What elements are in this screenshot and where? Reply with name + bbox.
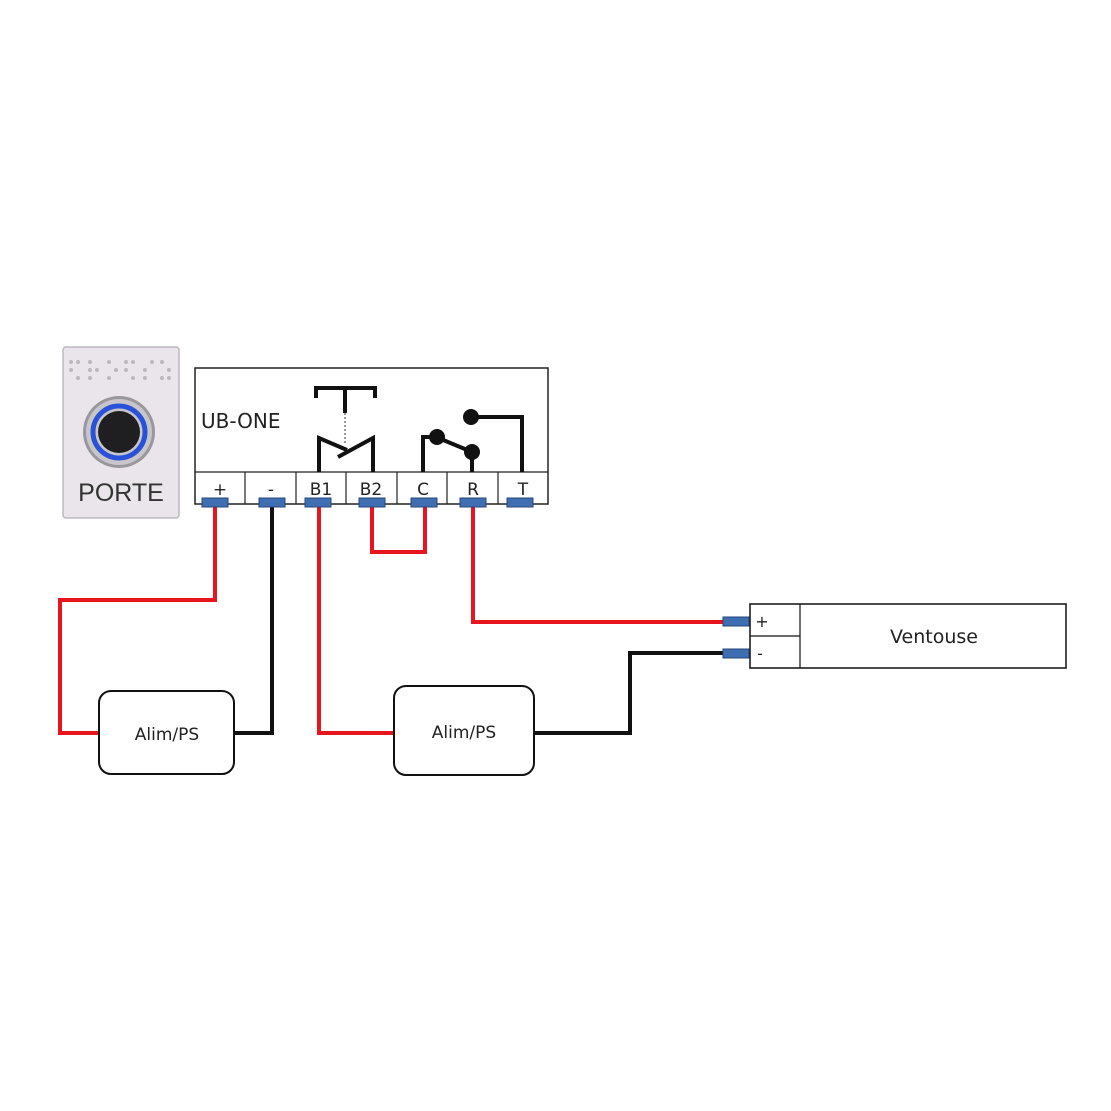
terminal-label-r: R: [467, 480, 479, 500]
ventouse-connector-plus: [722, 616, 750, 627]
ub-one-controller: UB-ONE + - B1 B2 C R: [194, 367, 549, 508]
wire-b1-to-psu2: [317, 507, 394, 735]
terminal-labels: + - B1 B2 C R T: [213, 480, 529, 500]
push-switch-symbol: [314, 386, 377, 472]
connector-plus: [201, 497, 229, 508]
terminal-label-b1: B1: [310, 480, 332, 500]
connector-r: [459, 497, 487, 508]
terminal-label-c: C: [417, 480, 429, 500]
wires: [58, 507, 750, 735]
terminal-label-minus: -: [268, 480, 274, 500]
wire-r-to-ventouse-plus: [471, 507, 750, 624]
connector-b1: [304, 497, 332, 508]
porte-button-panel[interactable]: PORTE: [62, 346, 180, 519]
power-supply-1-label: Alim/PS: [135, 725, 199, 745]
braille-push-button-icon[interactable]: [83, 396, 155, 468]
ventouse-connector-minus: [722, 648, 750, 659]
connector-minus: [258, 497, 286, 508]
wire-minus-to-psu1: [234, 507, 274, 735]
wire-psu2-to-ventouse-minus: [534, 651, 750, 735]
ventouse-terminal-plus: +: [755, 612, 768, 631]
ventouse-label: Ventouse: [890, 626, 978, 648]
wire-b2-to-c-bridge: [370, 507, 427, 554]
connector-t: [506, 497, 534, 508]
power-supply-2: Alim/PS: [393, 685, 535, 776]
power-supply-2-label: Alim/PS: [432, 723, 496, 743]
ventouse-lock: Ventouse + -: [722, 603, 1067, 669]
wire-plus-to-psu1: [58, 507, 217, 735]
terminal-label-t: T: [517, 480, 529, 500]
power-supply-1: Alim/PS: [98, 690, 235, 775]
terminal-label-plus: +: [213, 480, 227, 500]
porte-label: PORTE: [78, 479, 164, 507]
terminal-label-b2: B2: [360, 480, 382, 500]
terminal-connectors: [201, 497, 534, 508]
controller-title: UB-ONE: [201, 409, 280, 433]
ventouse-terminal-minus: -: [757, 644, 763, 663]
braille-dots: [69, 360, 171, 380]
connector-c: [410, 497, 438, 508]
connector-b2: [358, 497, 386, 508]
